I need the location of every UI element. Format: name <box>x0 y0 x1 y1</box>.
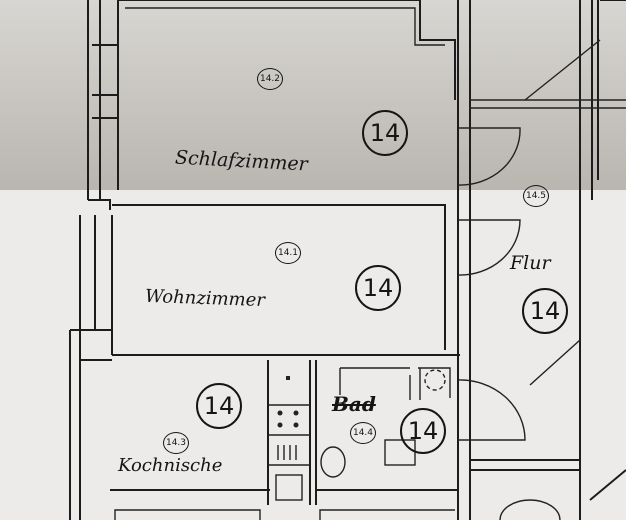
unit-badge-schlafzimmer: 14 <box>362 110 408 156</box>
room-number-kochnische: 14.3 <box>163 432 189 454</box>
room-number-flur: 14.5 <box>523 185 549 207</box>
room-label-kochnische: Kochnische <box>118 455 223 476</box>
walls <box>69 0 626 520</box>
room-number-wohnzimmer: 14.1 <box>275 242 301 264</box>
room-number-bad: 14.4 <box>350 422 376 444</box>
room-label-flur: Flur <box>510 252 551 274</box>
room-label-wohnzimmer: Wohnzimmer <box>144 285 266 312</box>
unit-badge-bad: 14 <box>400 408 446 454</box>
unit-badge-flur: 14 <box>522 288 568 334</box>
unit-badge-kochnische: 14 <box>196 383 242 429</box>
room-number-schlafzimmer: 14.2 <box>257 68 283 90</box>
unit-badge-wohnzimmer: 14 <box>355 265 401 311</box>
room-label-bad: Bad <box>332 392 376 416</box>
